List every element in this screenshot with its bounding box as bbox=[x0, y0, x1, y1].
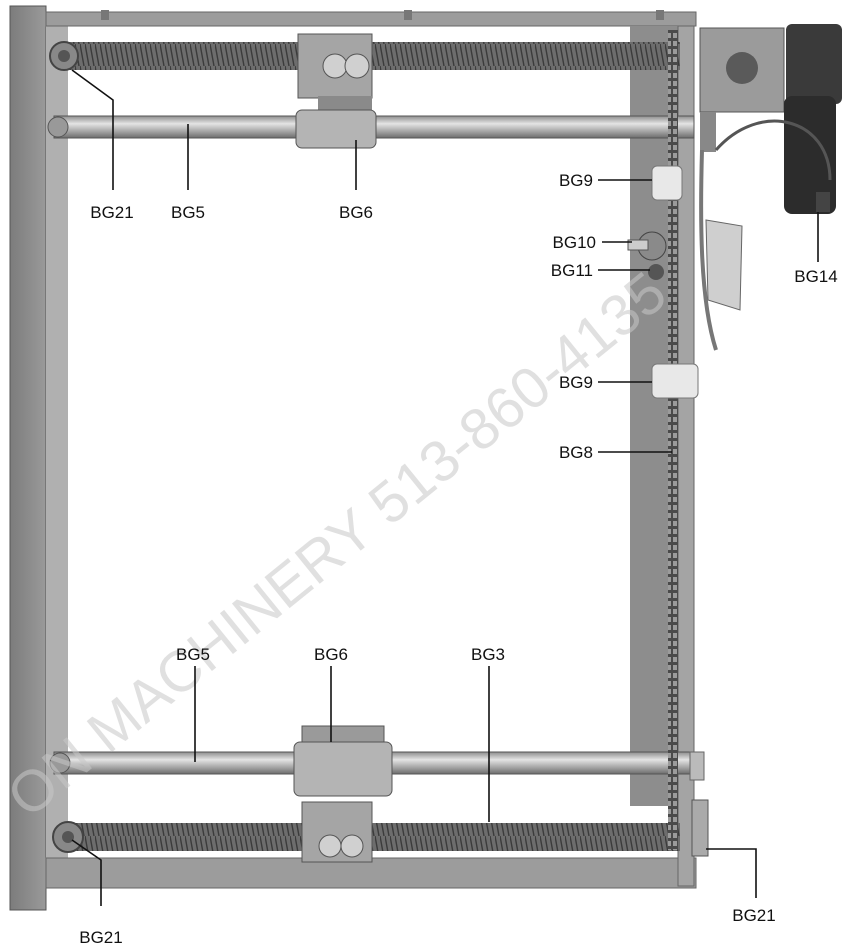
label-bg9-lower: BG9 bbox=[559, 373, 593, 392]
leader-bg21-bottom-right bbox=[706, 848, 757, 898]
frame bbox=[9, 5, 697, 911]
label-bg3: BG3 bbox=[471, 645, 505, 664]
label-bg5-bottom: BG5 bbox=[176, 645, 210, 664]
leader-bg21-bottom-left bbox=[71, 839, 102, 906]
bottom-carriage-block bbox=[293, 725, 393, 863]
label-bg21-bottom-left: BG21 bbox=[79, 928, 122, 947]
label-bg11: BG11 bbox=[551, 261, 593, 280]
label-bg6-bottom: BG6 bbox=[314, 645, 348, 664]
label-bg9-upper: BG9 bbox=[559, 171, 593, 190]
idler-roller-lower bbox=[651, 363, 699, 399]
idler-roller-upper bbox=[651, 165, 683, 201]
tension-sprocket bbox=[627, 231, 667, 280]
label-bg21-top: BG21 bbox=[90, 203, 133, 222]
gear-motor bbox=[784, 24, 842, 214]
label-bg5-top: BG5 bbox=[171, 203, 205, 222]
drive-chain bbox=[668, 30, 678, 850]
bottom-right-bearing bbox=[689, 751, 709, 857]
limit-switch bbox=[699, 119, 832, 351]
label-bg8: BG8 bbox=[559, 443, 593, 462]
leader-bg21-top bbox=[71, 69, 114, 190]
label-bg14: BG14 bbox=[794, 267, 837, 286]
top-carriage-block bbox=[295, 33, 377, 149]
label-bg6-top: BG6 bbox=[339, 203, 373, 222]
label-bg10: BG10 bbox=[553, 233, 596, 252]
drive-bracket bbox=[699, 27, 785, 152]
label-bg21-bottom-right: BG21 bbox=[732, 906, 775, 925]
leader-lines bbox=[71, 69, 819, 906]
